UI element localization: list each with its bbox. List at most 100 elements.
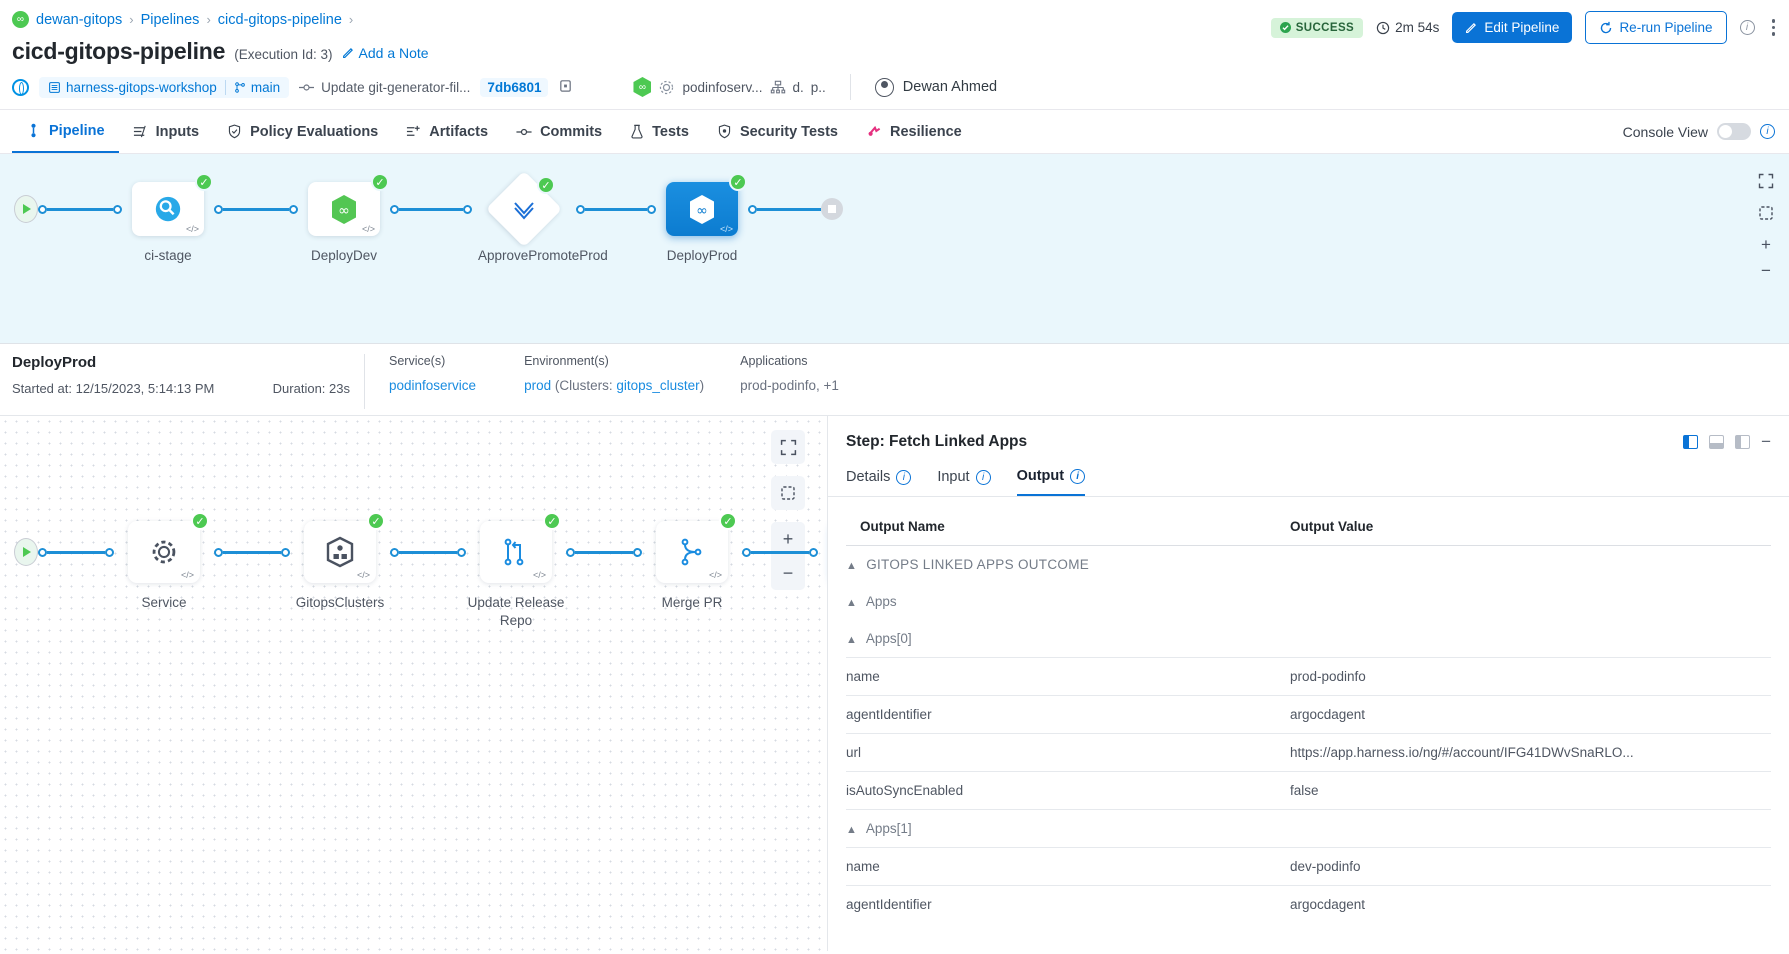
breadcrumb-item-0[interactable]: dewan-gitops <box>36 11 123 28</box>
duration-block: 2m 54s <box>1376 20 1439 35</box>
fit-to-screen-icon[interactable] <box>1753 200 1779 226</box>
add-note-button[interactable]: Add a Note <box>342 45 429 61</box>
edit-pipeline-button[interactable]: Edit Pipeline <box>1452 12 1573 43</box>
console-view-toggle[interactable] <box>1717 123 1751 140</box>
tab-artifacts[interactable]: Artifacts <box>392 110 502 153</box>
zoom-out-icon[interactable]: − <box>1761 261 1771 280</box>
minimize-icon[interactable]: − <box>1761 432 1771 451</box>
tab-commits[interactable]: Commits <box>502 110 616 153</box>
service-name[interactable]: podinfoserv... <box>682 79 763 95</box>
tab-tests[interactable]: Tests <box>616 110 703 153</box>
copy-icon[interactable] <box>558 78 573 96</box>
info-icon[interactable]: i <box>1070 468 1086 484</box>
fullscreen-icon[interactable] <box>1753 168 1779 194</box>
step-node[interactable]: </> ✓ <box>656 512 737 583</box>
tab-pipeline[interactable]: Pipeline <box>12 110 119 153</box>
info-icon[interactable]: i <box>1739 20 1755 35</box>
table-row[interactable]: agentIdentifier argocdagent <box>846 885 1771 923</box>
split-view-bottom-icon[interactable] <box>1709 435 1725 449</box>
step-node[interactable]: </> ✓ <box>480 512 561 583</box>
detail-header: Step: Fetch Linked Apps − <box>828 416 1789 452</box>
step-service[interactable]: </> ✓ Service <box>114 512 214 612</box>
table-row[interactable]: name prod-podinfo <box>846 657 1771 696</box>
commit-icon <box>516 128 532 135</box>
breadcrumb-item-2[interactable]: cicd-gitops-pipeline <box>217 11 342 28</box>
split-view-right-icon[interactable] <box>1735 435 1751 449</box>
step-fetch-linked-apps[interactable]: </> ✓ Fetch Linked Apps <box>818 521 827 629</box>
tab-label: Tests <box>652 123 689 140</box>
output-table-wrapper[interactable]: Output Name Output Value ▲GITOPS LINKED … <box>828 497 1789 951</box>
table-row[interactable]: name dev-podinfo <box>846 847 1771 886</box>
stage-node-selected[interactable]: ∞ </> ✓ <box>666 173 747 236</box>
table-row[interactable]: ▲GITOPS LINKED APPS OUTCOME <box>846 546 1771 584</box>
table-row[interactable]: url https://app.harness.io/ng/#/account/… <box>846 733 1771 772</box>
row-value-link[interactable]: https://app.harness.io/ng/#/account/IFG4… <box>1290 733 1771 772</box>
row-value: dev-podinfo <box>1290 847 1771 886</box>
pipeline-stage-approvepromoteprod[interactable]: ✓ ApprovePromoteProd <box>478 170 608 265</box>
pipeline-graph[interactable]: + − </> ✓ ci-stage <box>0 154 1789 344</box>
branch-link[interactable]: main <box>234 80 280 95</box>
table-row[interactable]: ▲Apps[0] <box>846 620 1771 658</box>
zoom-in-icon[interactable]: + <box>1761 235 1771 254</box>
chevron-up-icon[interactable]: ▲ <box>846 634 857 646</box>
step-update-release-repo[interactable]: </> ✓ Update Release Repo <box>466 512 566 629</box>
code-icon: </> <box>180 570 194 580</box>
table-row[interactable]: ▲Apps <box>846 583 1771 620</box>
applications-more[interactable]: +1 <box>823 378 839 393</box>
service-link[interactable]: podinfoservice <box>389 378 477 393</box>
tab-inputs[interactable]: Inputs <box>119 110 214 153</box>
gitops-icon: ∞ <box>332 194 356 224</box>
split-view-left-icon[interactable] <box>1683 435 1699 449</box>
stage-node[interactable]: ∞ </> ✓ <box>308 173 389 236</box>
info-icon[interactable]: i <box>975 469 991 485</box>
step-merge-pr[interactable]: </> ✓ Merge PR <box>642 512 742 612</box>
stage-node[interactable]: </> ✓ <box>132 173 213 236</box>
commit-message-group: Update git-generator-fil... <box>299 80 470 95</box>
shield-check-icon <box>228 124 241 139</box>
user-name: Dewan Ahmed <box>902 79 998 95</box>
step-node[interactable]: </> ✓ <box>128 512 209 583</box>
step-node[interactable]: </> ✓ <box>304 512 385 583</box>
execution-id: (Execution Id: 3) <box>234 47 333 62</box>
code-icon: </> <box>532 570 546 580</box>
environment-link[interactable]: prod <box>524 378 552 393</box>
row-value: argocdagent <box>1290 885 1771 923</box>
tab-policy-evaluations[interactable]: Policy Evaluations <box>213 110 392 153</box>
breadcrumb-item-1[interactable]: Pipelines <box>140 11 200 28</box>
tab-output[interactable]: Output i <box>1016 468 1086 496</box>
chevron-up-icon[interactable]: ▲ <box>846 560 858 572</box>
table-row[interactable]: agentIdentifier argocdagent <box>846 695 1771 734</box>
more-options-icon[interactable] <box>1768 15 1780 40</box>
info-icon[interactable]: i <box>896 469 912 485</box>
tab-details[interactable]: Details i <box>846 468 912 496</box>
stage-label: DeployDev <box>310 248 378 263</box>
code-icon: </> <box>719 224 733 234</box>
repo-link[interactable]: harness-gitops-workshop <box>48 80 217 95</box>
tab-input[interactable]: Input i <box>937 468 991 496</box>
pipeline-stage-ci-stage[interactable]: </> ✓ ci-stage <box>122 173 214 265</box>
chevron-up-icon[interactable]: ▲ <box>846 824 857 836</box>
services-label: Service(s) <box>389 354 446 368</box>
zoom-in-icon[interactable]: + <box>771 522 805 556</box>
approval-stage-node[interactable] <box>485 170 563 248</box>
pipeline-stage-deployprod[interactable]: ∞ </> ✓ DeployProd <box>656 173 748 265</box>
zoom-out-icon[interactable]: − <box>771 556 805 590</box>
step-gitopsclusters[interactable]: </> ✓ GitopsClusters <box>290 512 390 612</box>
add-note-label: Add a Note <box>358 44 429 61</box>
tabs-bar: Pipeline Inputs Policy Evaluations Artif… <box>0 110 1789 154</box>
commit-sha[interactable]: 7db6801 <box>480 77 549 97</box>
table-row[interactable]: isAutoSyncEnabled false <box>846 771 1771 810</box>
tab-security-tests[interactable]: Security Tests <box>703 110 852 153</box>
rerun-pipeline-button[interactable]: Re-run Pipeline <box>1585 11 1727 44</box>
steps-graph[interactable]: + − </> ✓ Service <box>0 416 828 951</box>
ci-build-icon <box>155 196 181 222</box>
pipeline-stage-deploydev[interactable]: ∞ </> ✓ DeployDev <box>298 173 390 265</box>
table-row[interactable]: ▲Apps[1] <box>846 809 1771 848</box>
fullscreen-icon[interactable] <box>771 430 805 464</box>
fit-to-screen-icon[interactable] <box>771 476 805 510</box>
chevron-up-icon[interactable]: ▲ <box>846 597 857 609</box>
tab-resilience[interactable]: Resilience <box>852 110 976 153</box>
cluster-link[interactable]: gitops_cluster <box>616 378 700 393</box>
info-icon[interactable]: i <box>1760 124 1775 139</box>
connector <box>47 551 105 554</box>
